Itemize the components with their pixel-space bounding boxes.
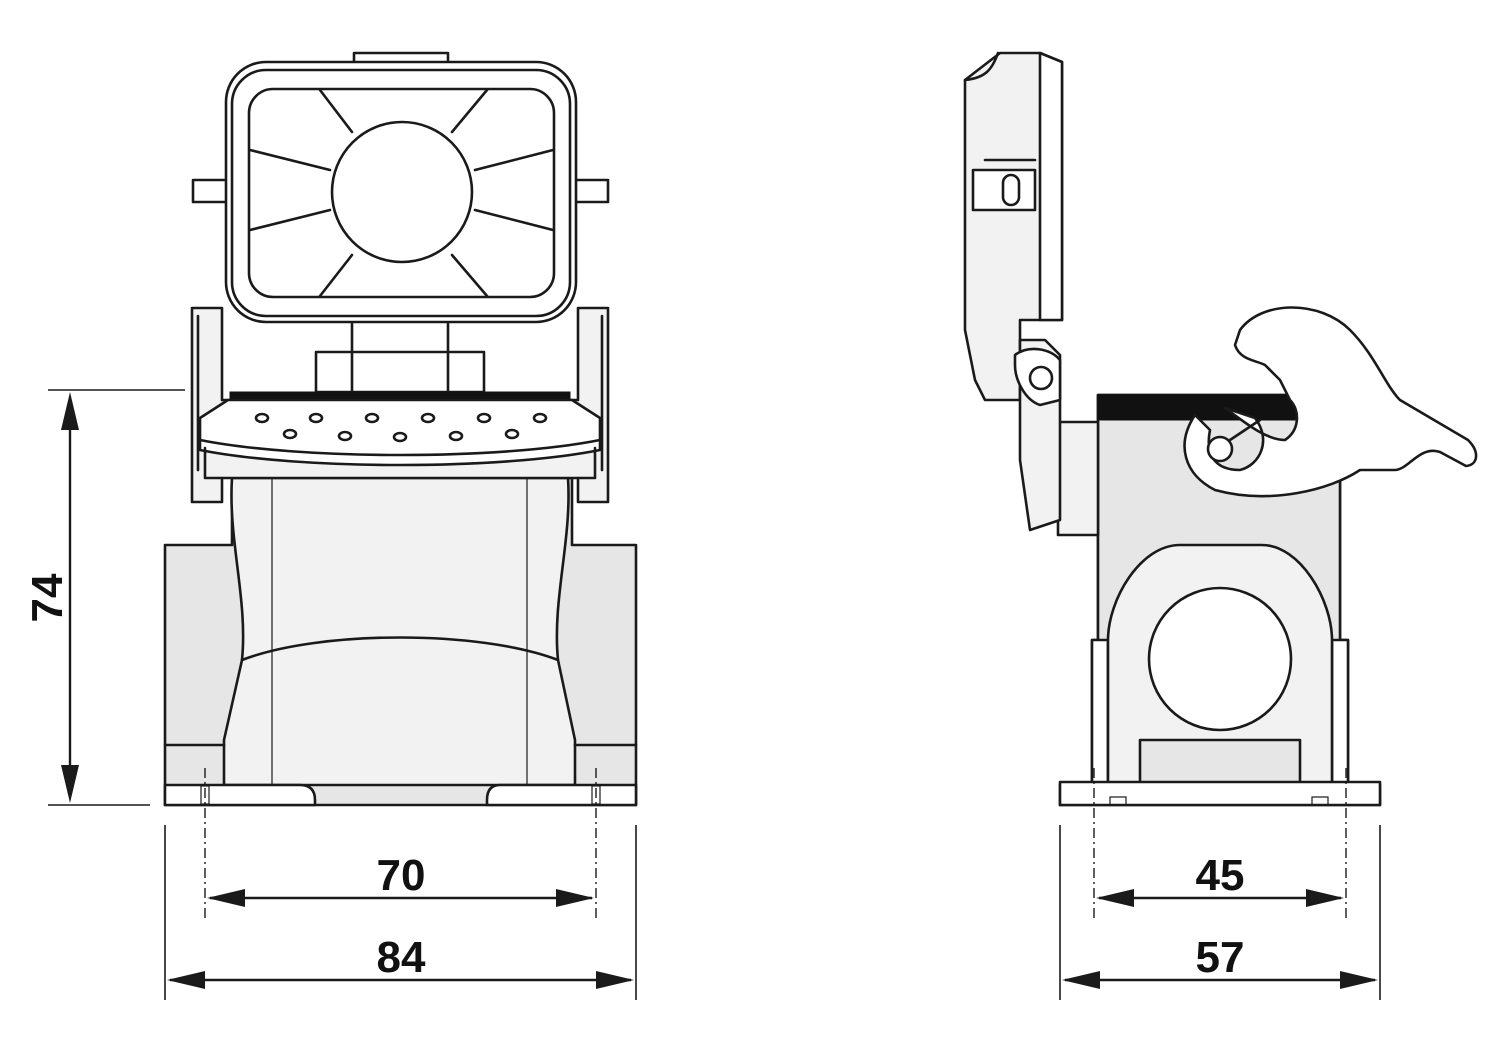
side-view [963,51,1478,920]
dimension-lines [48,389,1381,1000]
front-cover [191,51,610,324]
contact-holes [254,412,548,443]
side-cover [963,51,1064,532]
front-upper-frame [190,306,610,504]
locking-lever [1183,306,1478,498]
front-inner-width-label: 70 [377,851,426,900]
front-outer-width-label: 84 [377,933,426,982]
side-outer-width-label: 57 [1196,933,1245,982]
side-inner-width-label: 45 [1196,851,1245,900]
height-dimension-label: 74 [23,573,72,622]
dimension-labels: 74 70 84 45 57 [23,573,1244,982]
front-view [163,51,638,920]
front-base-housing [163,476,638,920]
